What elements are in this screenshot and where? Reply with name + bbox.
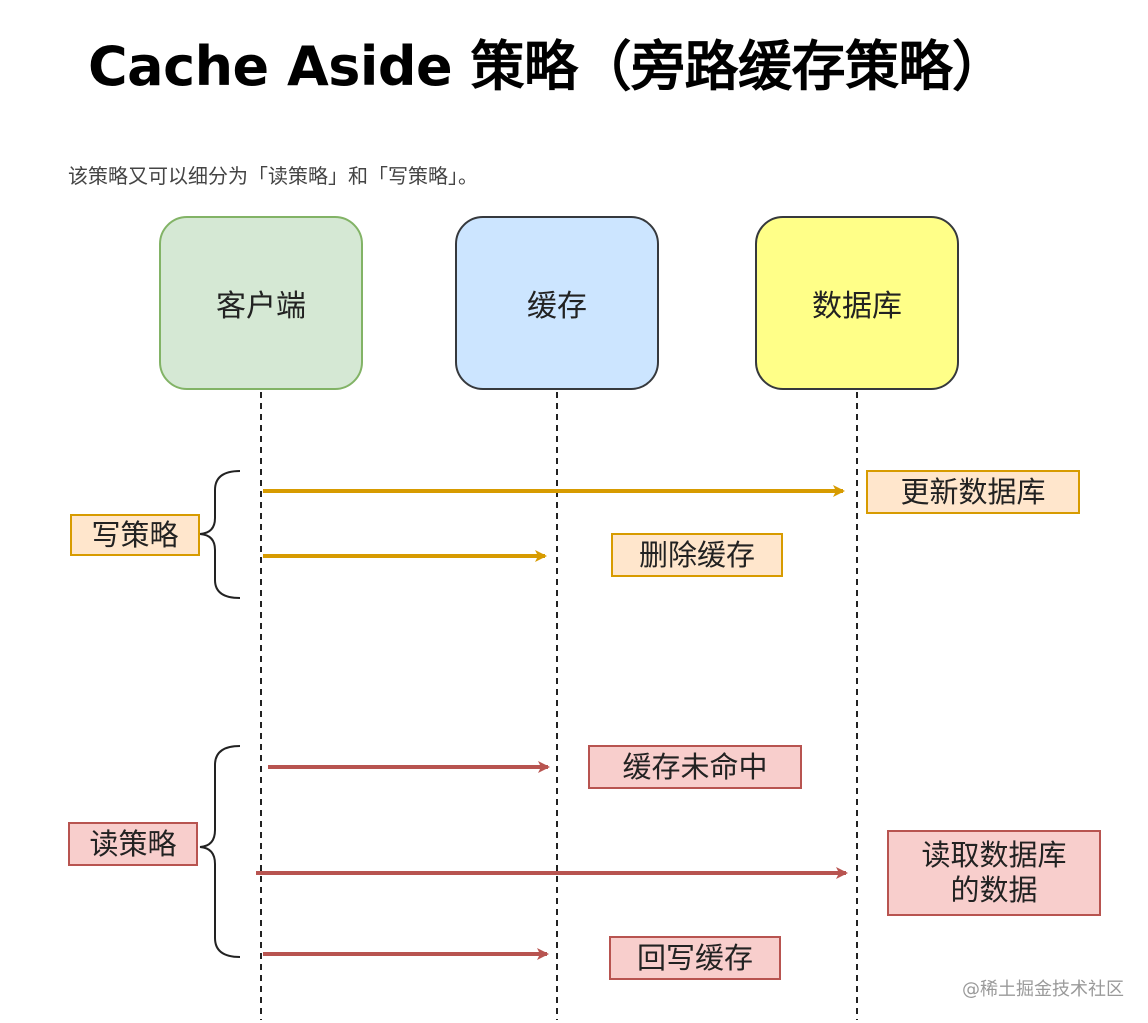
read-strategy-brace xyxy=(199,745,241,958)
write-back-cache-label: 回写缓存 xyxy=(609,936,781,980)
client-participant: 客户端 xyxy=(159,216,363,390)
read-strategy-label: 读策略 xyxy=(68,822,198,866)
subtitle: 该策略又可以细分为「读策略」和「写策略」。 xyxy=(68,164,478,188)
cache-label: 缓存 xyxy=(527,289,587,324)
delete-cache-label: 删除缓存 xyxy=(611,533,783,577)
client-label: 客户端 xyxy=(216,289,306,324)
database-participant: 数据库 xyxy=(755,216,959,390)
cache-miss-label: 缓存未命中 xyxy=(588,745,802,789)
update-database-label: 更新数据库 xyxy=(866,470,1080,514)
write-strategy-label: 写策略 xyxy=(70,514,200,556)
watermark: @稀土掘金技术社区 xyxy=(962,979,1124,1000)
page-title: Cache Aside 策略（旁路缓存策略） xyxy=(88,35,1006,98)
write-strategy-brace xyxy=(199,470,241,599)
database-label: 数据库 xyxy=(812,289,902,324)
read-database-label: 读取数据库 的数据 xyxy=(887,830,1101,916)
cache-participant: 缓存 xyxy=(455,216,659,390)
